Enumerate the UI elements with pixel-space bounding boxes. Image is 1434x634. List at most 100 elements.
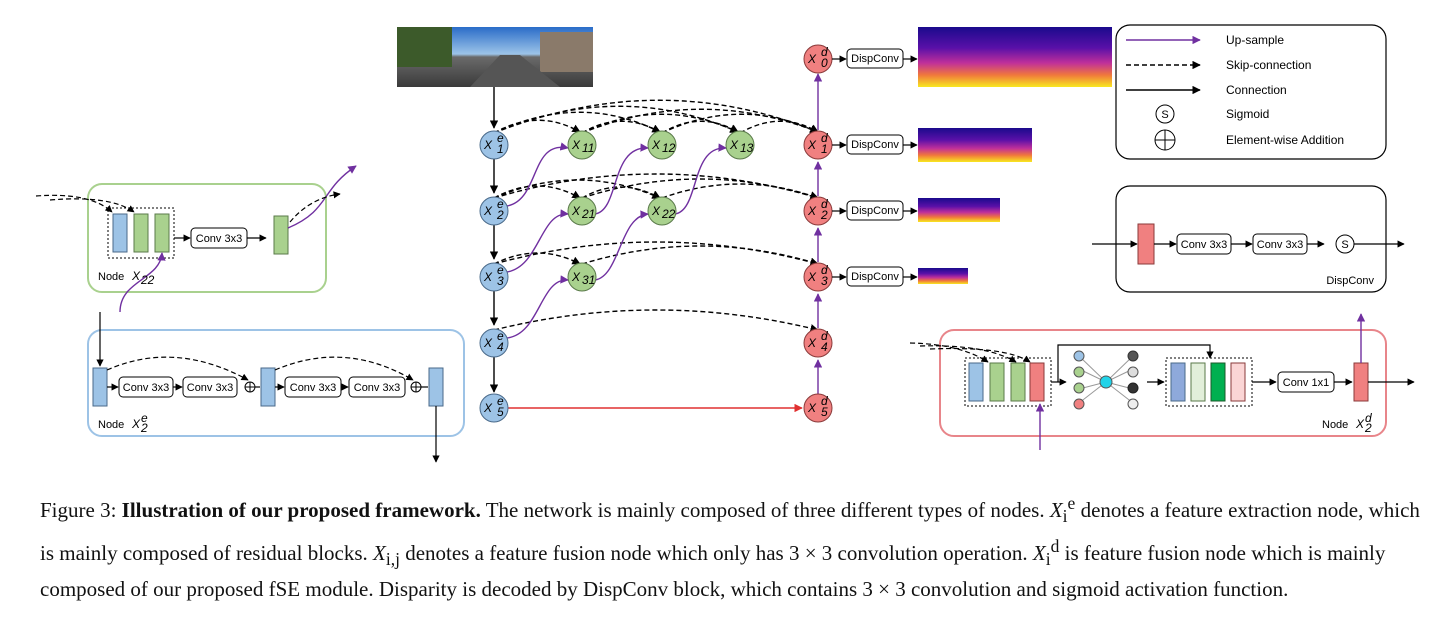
svg-text:X: X [483, 138, 493, 152]
dispconv-title: DispConv [1326, 275, 1374, 287]
legend-addition: Element-wise Addition [1226, 133, 1344, 147]
decoder-node-2: X 2 d [803, 196, 833, 226]
node-x2d-detail: Conv 1x1 Node X 2 d [909, 313, 1415, 450]
x22-title: Node [98, 271, 124, 283]
caption-title: Illustration of our proposed framework. [121, 498, 481, 522]
fusion-node-31: X 31 [567, 262, 597, 292]
disparity-map-1 [918, 128, 1032, 162]
svg-text:e: e [497, 263, 504, 277]
disparity-map-2 [918, 198, 1000, 222]
encoder-node-1: X 1 e [479, 130, 509, 160]
legend-skip: Skip-connection [1226, 58, 1311, 72]
encoder-nodes: X 1 e X 2 e X 3 e X 4 e X 5 e [479, 130, 509, 423]
svg-text:X: X [651, 138, 661, 152]
encoder-node-5: X 5 e [479, 393, 509, 423]
svg-text:4: 4 [497, 340, 504, 354]
svg-text:X: X [807, 138, 817, 152]
svg-text:5: 5 [497, 405, 504, 419]
fusion-node-12: X 12 [647, 130, 677, 160]
encoder-node-2: X 2 e [479, 196, 509, 226]
svg-text:e: e [497, 197, 504, 211]
svg-text:X: X [651, 204, 661, 218]
fusion-node-21: X 21 [567, 196, 597, 226]
x2e-conv2: Conv 3x3 [187, 382, 233, 394]
svg-text:11: 11 [582, 141, 594, 155]
svg-text:3: 3 [821, 274, 828, 288]
svg-text:12: 12 [662, 141, 676, 155]
node-x22-detail: Conv 3x3 Node X 22 [35, 165, 357, 313]
skip-connections [493, 99, 819, 333]
svg-text:e: e [497, 329, 504, 343]
input-image [397, 27, 593, 87]
decoder-node-1: X 1 d [803, 130, 833, 160]
x2d-conv: Conv 1x1 [1283, 377, 1329, 389]
svg-text:d: d [1365, 411, 1372, 425]
svg-text:22: 22 [140, 273, 155, 287]
svg-text:3: 3 [497, 274, 504, 288]
fse-network [1073, 350, 1139, 410]
svg-text:2: 2 [140, 421, 148, 435]
svg-text:4: 4 [821, 340, 828, 354]
decoder-node-0: X 0 d [803, 44, 833, 74]
svg-text:2: 2 [496, 208, 504, 222]
svg-text:X: X [1355, 417, 1365, 431]
svg-text:e: e [141, 411, 148, 425]
caption-text-1: The network is mainly composed of three … [480, 498, 1050, 522]
dispconv-label-0: DispConv [851, 53, 899, 65]
caption-text-4: is feature fusion node which is mainly c… [40, 541, 1386, 602]
decoder-node-4: X 4 d [803, 328, 833, 358]
dispconv-conv1: Conv 3x3 [1181, 239, 1227, 251]
node-x2e-detail: Conv 3x3 Conv 3x3 Conv 3x3 Conv 3x3 Node… [87, 312, 465, 463]
dispconv-label-3: DispConv [851, 271, 899, 283]
svg-text:1: 1 [821, 142, 828, 156]
x2e-conv3: Conv 3x3 [290, 382, 336, 394]
disparity-map-3 [918, 268, 968, 284]
svg-text:X: X [571, 270, 581, 284]
caption-text-2: denotes a feature extraction node, which… [40, 498, 1420, 566]
svg-text:d: d [821, 197, 828, 211]
figure-caption: Figure 3: Illustration of our proposed f… [40, 493, 1420, 602]
sigmoid-icon [1155, 104, 1175, 124]
decoder-node-5: X 5 d [803, 393, 833, 423]
svg-text:X: X [483, 401, 493, 415]
svg-text:X: X [571, 204, 581, 218]
svg-text:X: X [729, 138, 739, 152]
svg-text:X: X [571, 138, 581, 152]
svg-text:d: d [821, 329, 828, 343]
svg-text:X: X [807, 204, 817, 218]
dispconv-label-2: DispConv [851, 205, 899, 217]
x2e-title: Node [98, 419, 124, 431]
svg-text:X: X [483, 336, 493, 350]
svg-text:S: S [1161, 109, 1168, 121]
svg-text:0: 0 [821, 56, 828, 70]
disparity-map-0 [918, 27, 1112, 87]
dispconv-sigmoid: S [1341, 239, 1348, 251]
svg-text:5: 5 [821, 405, 828, 419]
encoder-node-3: X 3 e [479, 262, 509, 292]
caption-math-3: X [1032, 541, 1046, 566]
legend-connection: Connection [1226, 83, 1287, 97]
svg-text:X: X [131, 269, 141, 283]
fusion-nodes: X 11 X 12 X 13 X 21 X 22 X 31 [567, 130, 755, 292]
caption-text-3: denotes a feature fusion node which only… [399, 541, 1033, 566]
caption-prefix: Figure 3: [40, 498, 122, 522]
decoder-node-3: X 3 d [803, 262, 833, 292]
x22-conv: Conv 3x3 [196, 233, 242, 245]
framework-diagram: X 1 e X 2 e X 3 e X 4 e X 5 e X 11 X 12 … [35, 24, 1415, 463]
fusion-node-11: X 11 [567, 130, 597, 160]
caption-math-2: X [373, 541, 386, 566]
svg-text:d: d [821, 263, 828, 277]
caption-math-1: X [1049, 498, 1063, 522]
svg-text:21: 21 [581, 207, 595, 221]
svg-text:X: X [807, 52, 817, 66]
svg-text:e: e [497, 131, 504, 145]
svg-text:X: X [807, 401, 817, 415]
legend: Up-sample Skip-connection Connection S S… [1115, 24, 1387, 160]
svg-text:31: 31 [582, 273, 595, 287]
decoder-nodes: X 0 d X 1 d X 2 d X 3 d X 4 d X 5 d [803, 44, 833, 423]
dispconv-label-1: DispConv [851, 139, 899, 151]
svg-text:d: d [821, 131, 828, 145]
x2d-title: Node [1322, 419, 1348, 431]
svg-text:2: 2 [1364, 421, 1372, 435]
svg-text:X: X [131, 417, 141, 431]
